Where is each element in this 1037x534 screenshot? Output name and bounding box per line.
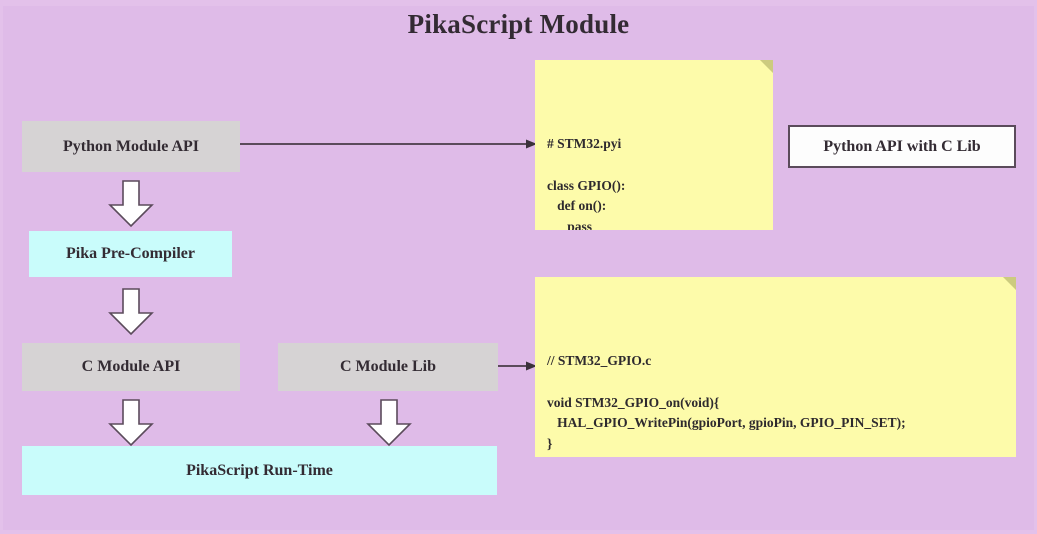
box-c-module-lib-label: C Module Lib [339,358,436,375]
sticky-note-python-stub: # STM32.pyi class GPIO(): def on(): pass… [535,60,773,230]
box-c-module-api[interactable]: C Module API [22,343,240,391]
box-pika-pre-compiler-label: Pika Pre-Compiler [65,245,195,262]
down-block-arrow-icon [108,180,154,228]
box-pikascript-run-time-label: PikaScript Run-Time [186,461,333,479]
box-c-module-lib[interactable]: C Module Lib [278,343,498,391]
down-block-arrow-icon [366,399,412,447]
connector-line-to-c-note [498,360,538,372]
note-fold-corner-icon [760,60,773,73]
page-title: PikaScript Module [407,9,630,39]
down-block-arrow-icon [108,288,154,336]
box-python-api-with-c-lib[interactable]: Python API with C Lib [788,125,1016,168]
box-python-module-api[interactable]: Python Module API [22,121,240,172]
box-python-module-api-label: Python Module API [62,137,199,155]
connector-line-to-pyi-note [240,138,538,150]
box-c-module-api-label: C Module API [81,358,181,375]
note-fold-corner-icon [1003,277,1016,290]
box-python-api-with-c-lib-label: Python API with C Lib [823,137,981,155]
note-c-source-code: // STM32_GPIO.c void STM32_GPIO_on(void)… [547,353,906,451]
box-pikascript-run-time[interactable]: PikaScript Run-Time [22,446,497,495]
note-python-stub-code: # STM32.pyi class GPIO(): def on(): pass… [547,136,626,230]
sticky-note-c-source: // STM32_GPIO.c void STM32_GPIO_on(void)… [535,277,1016,457]
down-block-arrow-icon [108,399,154,447]
box-pika-pre-compiler[interactable]: Pika Pre-Compiler [29,231,232,277]
